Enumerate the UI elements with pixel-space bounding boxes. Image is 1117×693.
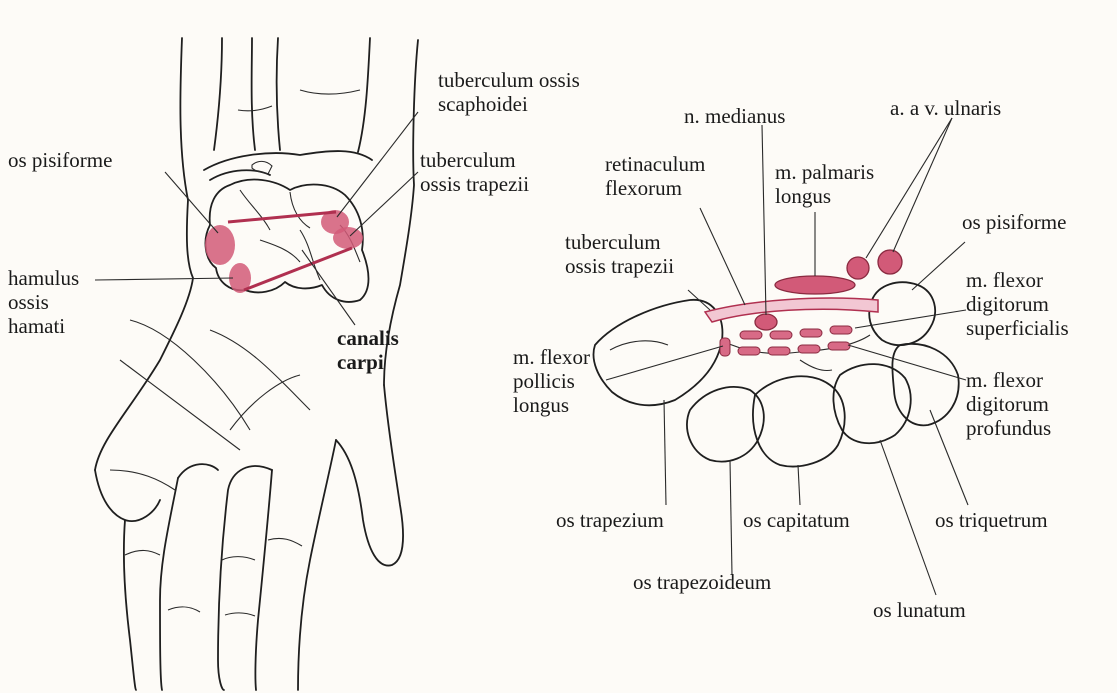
retinaculum-flexorum-shape [705, 298, 878, 322]
label-m-palmaris-longus: m. palmaris longus [775, 160, 874, 208]
label-tuberculum-ossis-scaphoidei: tuberculum ossis scaphoidei [438, 68, 580, 116]
ulnar-vein [878, 250, 902, 274]
label-a-v-ulnaris: a. a v. ulnaris [890, 96, 1001, 120]
label-os-pisiforme-right: os pisiforme [962, 210, 1066, 234]
retinaculum-band-bottom [244, 248, 352, 290]
hamate-bone [833, 364, 910, 443]
label-canalis-carpi: canalis carpi [337, 326, 399, 374]
trapezium-tubercle-highlight [333, 227, 363, 249]
palmaris-longus-tendon [775, 276, 855, 294]
trapezium-bone [594, 300, 723, 405]
retinaculum-band-top [228, 212, 336, 222]
ulnar-artery [847, 257, 869, 279]
triquetrum-bone [892, 344, 958, 425]
label-os-capitatum: os capitatum [743, 508, 850, 532]
median-nerve [755, 314, 777, 330]
label-os-pisiforme-left: os pisiforme [8, 148, 112, 172]
label-retinaculum-flexorum: retinaculum flexorum [605, 152, 705, 200]
label-m-flexor-digitorum-superficialis: m. flexor digitorum superficialis [966, 268, 1069, 340]
capitate-bone [753, 376, 845, 466]
label-tuberculum-ossis-trapezii-left: tuberculum ossis trapezii [420, 148, 529, 196]
label-tuberculum-ossis-trapezii-right: tuberculum ossis trapezii [565, 230, 674, 278]
forearm-bones [204, 38, 372, 180]
label-os-lunatum: os lunatum [873, 598, 966, 622]
label-hamulus-ossis-hamati: hamulus ossis hamati [8, 266, 79, 338]
label-m-flexor-digitorum-profundus: m. flexor digitorum profundus [966, 368, 1051, 440]
tunnel-contents [705, 250, 902, 356]
pisiform-bone [869, 282, 935, 345]
pisiform-highlight [205, 225, 235, 265]
label-os-trapezium: os trapezium [556, 508, 664, 532]
trapezoid-bone [687, 387, 764, 462]
label-m-flexor-pollicis-longus: m. flexor pollicis longus [513, 345, 590, 417]
label-n-medianus: n. medianus [684, 104, 785, 128]
label-os-trapezoideum: os trapezoideum [633, 570, 771, 594]
carpal-highlights [205, 210, 363, 293]
flexor-tendons [720, 326, 852, 356]
label-os-triquetrum: os triquetrum [935, 508, 1048, 532]
